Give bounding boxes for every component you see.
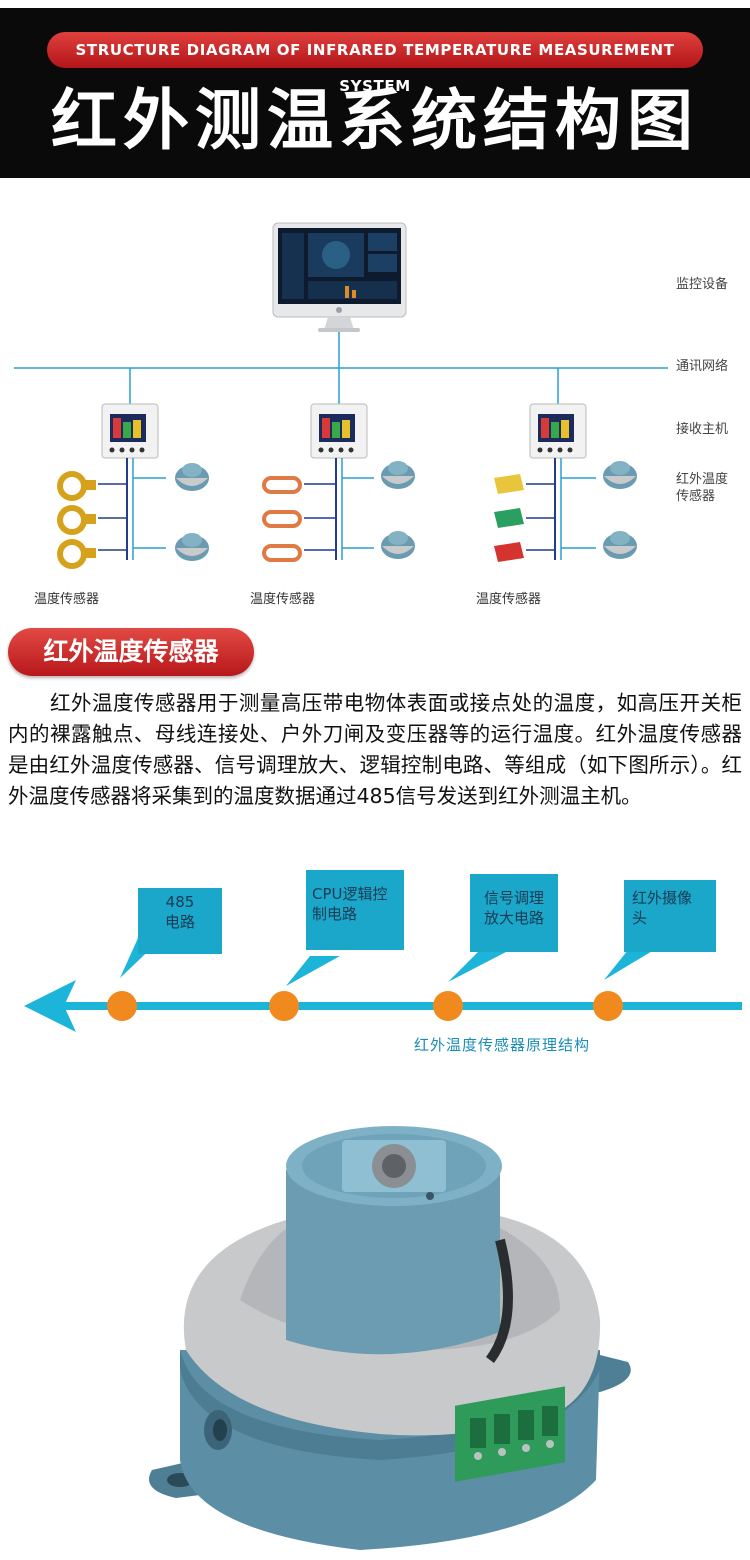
callout-3-line2: 放大电路 bbox=[483, 909, 544, 927]
callout-4-line2: 头 bbox=[632, 909, 648, 927]
infrared-sensors bbox=[175, 461, 637, 561]
header-banner: STRUCTURE DIAGRAM OF INFRARED TEMPERATUR… bbox=[0, 0, 750, 178]
callout-4-line1: 红外摄像 bbox=[632, 889, 693, 907]
callout-2-line2: 制电路 bbox=[312, 905, 358, 923]
system-structure-diagram: 监控设备 通讯网络 接收主机 红外温度 传感器 温度传感器 温度传感器 温度传感… bbox=[0, 178, 750, 620]
bus-group-2 bbox=[304, 458, 374, 560]
callout-cpu-logic: CPU逻辑控 制电路 bbox=[306, 870, 404, 950]
host-unit-3 bbox=[529, 403, 587, 459]
top-white-strip bbox=[0, 0, 750, 8]
group-caption-2: 温度传感器 bbox=[250, 592, 316, 607]
flow-node-4 bbox=[593, 991, 623, 1021]
english-subtitle: STRUCTURE DIAGRAM OF INFRARED TEMPERATUR… bbox=[47, 32, 703, 95]
bus-group-1 bbox=[98, 458, 166, 560]
clamp-sensors-group-1 bbox=[57, 471, 96, 569]
label-host: 接收主机 bbox=[676, 422, 729, 437]
host-unit-1 bbox=[101, 403, 159, 459]
system-diagram-svg bbox=[14, 222, 668, 569]
callout-3-line1: 信号调理 bbox=[483, 889, 544, 907]
product-illustration bbox=[149, 1126, 631, 1550]
label-sensor-line2: 传感器 bbox=[676, 489, 716, 504]
callout-1-line2: 电路 bbox=[164, 913, 195, 931]
flow-arrow bbox=[24, 980, 742, 1032]
monitor-icon bbox=[272, 222, 407, 332]
description-paragraph: 红外温度传感器用于测量高压带电物体表面或接点处的温度，如高压开关柜内的裸露触点、… bbox=[8, 691, 742, 808]
flow-node-3 bbox=[433, 991, 463, 1021]
bus-group-3 bbox=[526, 458, 596, 560]
flow-node-2 bbox=[269, 991, 299, 1021]
label-sensor-line1: 红外温度 bbox=[676, 472, 729, 487]
page-title: 红外测温系统结构图 bbox=[51, 82, 699, 159]
flow-node-1 bbox=[107, 991, 137, 1021]
callout-1-line1: 485 bbox=[165, 893, 195, 911]
callout-2-line1: CPU逻辑控 bbox=[312, 885, 388, 903]
label-network: 通讯网络 bbox=[676, 359, 729, 374]
clamp-sensors-group-2 bbox=[262, 476, 302, 562]
section-title: 红外温度传感器 bbox=[8, 628, 254, 676]
group-caption-1: 温度传感器 bbox=[34, 592, 100, 607]
clamp-sensors-group-3 bbox=[494, 474, 524, 562]
sensor-product-image bbox=[149, 1126, 631, 1550]
callout-485-circuit: 485 电路 bbox=[138, 888, 222, 954]
host-unit-2 bbox=[310, 403, 368, 459]
group-caption-3: 温度传感器 bbox=[476, 592, 542, 607]
principle-flow-svg bbox=[24, 938, 742, 1032]
callout-signal-amplifier: 信号调理 放大电路 bbox=[470, 874, 558, 952]
callout-infrared-camera: 红外摄像 头 bbox=[624, 880, 716, 952]
label-monitor: 监控设备 bbox=[676, 277, 729, 292]
principle-caption: 红外温度传感器原理结构 bbox=[414, 1036, 591, 1054]
